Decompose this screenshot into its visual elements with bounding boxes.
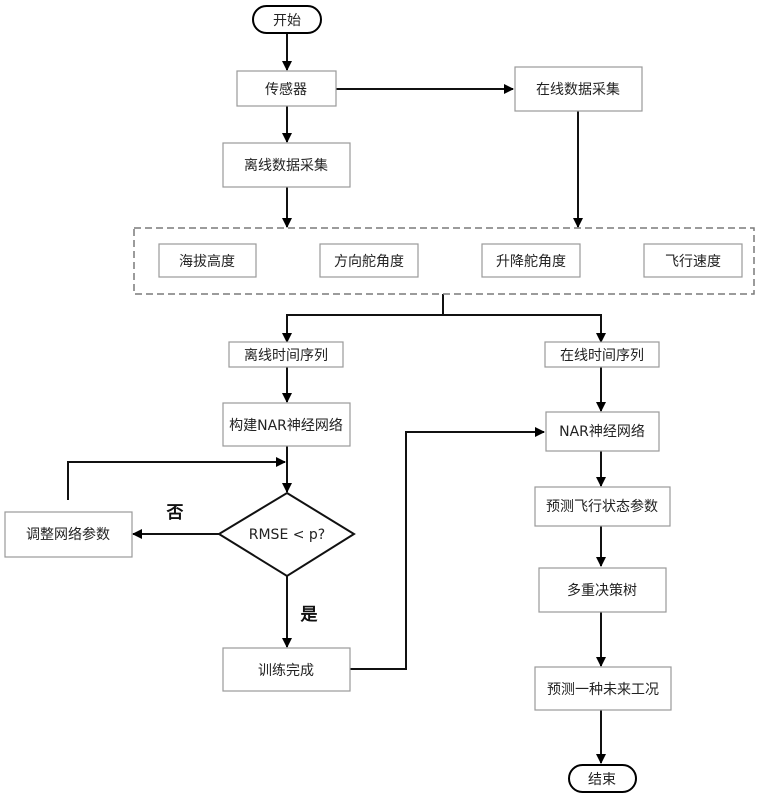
online-series-box: 在线时间序列 (544, 341, 660, 368)
param-box-elevator: 升降舵角度 (481, 243, 581, 278)
nar-network-label: NAR神经网络 (559, 424, 645, 440)
param-box-speed: 飞行速度 (643, 243, 743, 278)
arrow-params-offline-series (282, 294, 444, 343)
online-collect-box: 在线数据采集 (514, 66, 643, 112)
predict-state-label: 预测飞行状态参数 (546, 498, 658, 515)
decision-tree-box: 多重决策树 (538, 567, 667, 613)
offline-collect-box: 离线数据采集 (222, 142, 351, 188)
predict-condition-box: 预测一种未来工况 (534, 666, 672, 711)
connectors (67, 33, 606, 764)
no-label: 否 (166, 503, 184, 523)
training-done-box: 训练完成 (222, 647, 351, 692)
decision-tree-label: 多重决策树 (567, 582, 637, 599)
param-box-altitude: 海拔高度 (158, 243, 257, 278)
decision-label: RMSE < p? (249, 527, 326, 543)
adjust-params-box: 调整网络参数 (4, 511, 133, 558)
sensor-label: 传感器 (265, 81, 307, 98)
offline-series-label: 离线时间序列 (244, 347, 328, 364)
end-label: 结束 (588, 772, 616, 788)
param-label: 方向舵角度 (334, 254, 404, 270)
param-label: 飞行速度 (665, 254, 721, 270)
param-label: 海拔高度 (179, 253, 235, 270)
online-collect-label: 在线数据采集 (536, 81, 620, 98)
arrow-training-nar (350, 427, 545, 670)
decision-diamond: RMSE < p? (217, 491, 356, 578)
param-label: 升降舵角度 (496, 254, 566, 270)
start-label: 开始 (273, 13, 301, 29)
end-terminal: 结束 (568, 764, 637, 793)
build-nar-box: 构建NAR神经网络 (222, 402, 351, 447)
arrow-params-online-series (443, 314, 606, 343)
offline-collect-label: 离线数据采集 (244, 157, 328, 174)
predict-condition-label: 预测一种未来工况 (547, 682, 659, 698)
offline-series-box: 离线时间序列 (228, 341, 344, 368)
param-box-rudder: 方向舵角度 (319, 243, 419, 278)
adjust-params-label: 调整网络参数 (26, 526, 110, 543)
yes-label: 是 (301, 605, 318, 625)
online-series-label: 在线时间序列 (560, 348, 644, 364)
arrow-adjust-loop (67, 457, 286, 500)
training-done-label: 训练完成 (258, 663, 314, 679)
sensor-box: 传感器 (236, 70, 337, 107)
predict-state-box: 预测飞行状态参数 (534, 486, 671, 527)
parameters-group: 海拔高度 方向舵角度 升降舵角度 飞行速度 (133, 227, 755, 295)
build-nar-label: 构建NAR神经网络 (229, 418, 343, 434)
start-terminal: 开始 (252, 5, 322, 34)
nar-network-box: NAR神经网络 (545, 411, 660, 452)
